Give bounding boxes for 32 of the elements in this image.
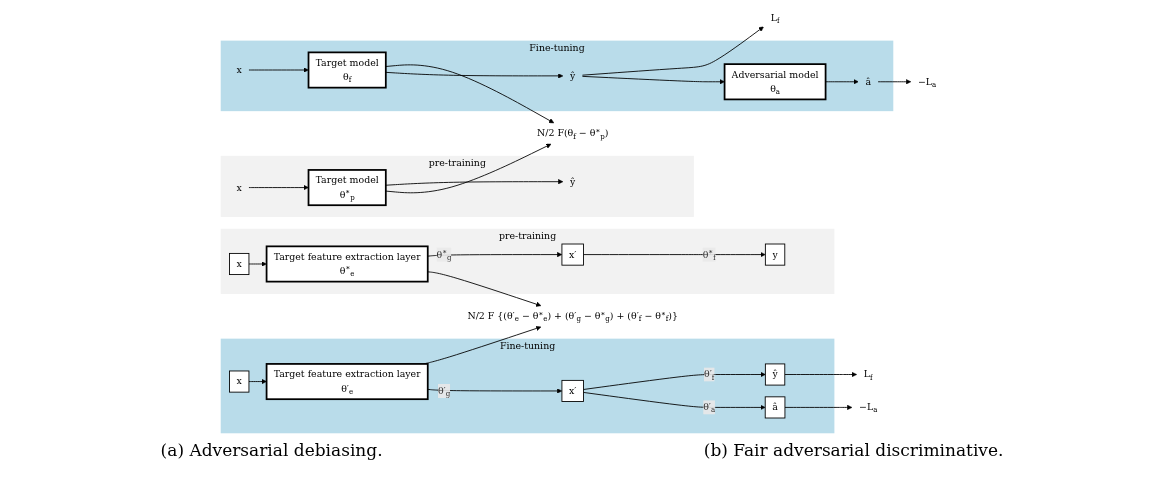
cluster: [220, 228, 835, 294]
node-box: [764, 395, 786, 418]
node-text: L$_{f}$: [770, 11, 780, 25]
node-box: [307, 51, 387, 89]
node-text: −L$_{a}$: [859, 401, 878, 414]
cluster: [220, 155, 694, 217]
node-box: [265, 362, 429, 400]
node-box: [561, 379, 584, 402]
node-box: [723, 62, 827, 100]
edge-label: θ′$_{a}$: [703, 401, 716, 414]
node-box: [764, 363, 786, 385]
node-text: L$_{f}$: [863, 368, 873, 381]
edge-label: θ′$_{f}$: [703, 368, 715, 381]
node-text: â: [865, 75, 872, 87]
node-text: x: [236, 63, 242, 75]
node-text: N/2 F {(θ′$_{e}$ − θ$^{∗}$$_{e}$) + (θ′$_{g}$ − θ$^{∗}$$_{g}$) + (θ′$_{f}$ − θ$^{∗}$$_{f}$)}: [467, 308, 678, 323]
node-text: ŷ: [569, 69, 576, 81]
node-box: [764, 243, 786, 266]
node-box: [561, 243, 584, 266]
edge-label: θ′$_{g}$: [437, 384, 451, 398]
node-text: ŷ: [569, 175, 576, 187]
cluster: [220, 338, 835, 433]
node-box: [229, 370, 250, 393]
node-text: −L$_{a}$: [917, 75, 937, 89]
node-box: [229, 252, 250, 275]
node-box: [265, 245, 429, 282]
node-text: x: [236, 181, 242, 193]
node-box: [307, 168, 387, 206]
figure-caption: (a) Adversarial debiasing.: [160, 440, 383, 460]
node-text: N/2 F(θ$_{f}$ − θ$^{∗}$$_{p}$): [536, 125, 609, 140]
cluster: [220, 40, 894, 111]
figure-caption: (b) Fair adversarial discriminative.: [703, 440, 1004, 460]
